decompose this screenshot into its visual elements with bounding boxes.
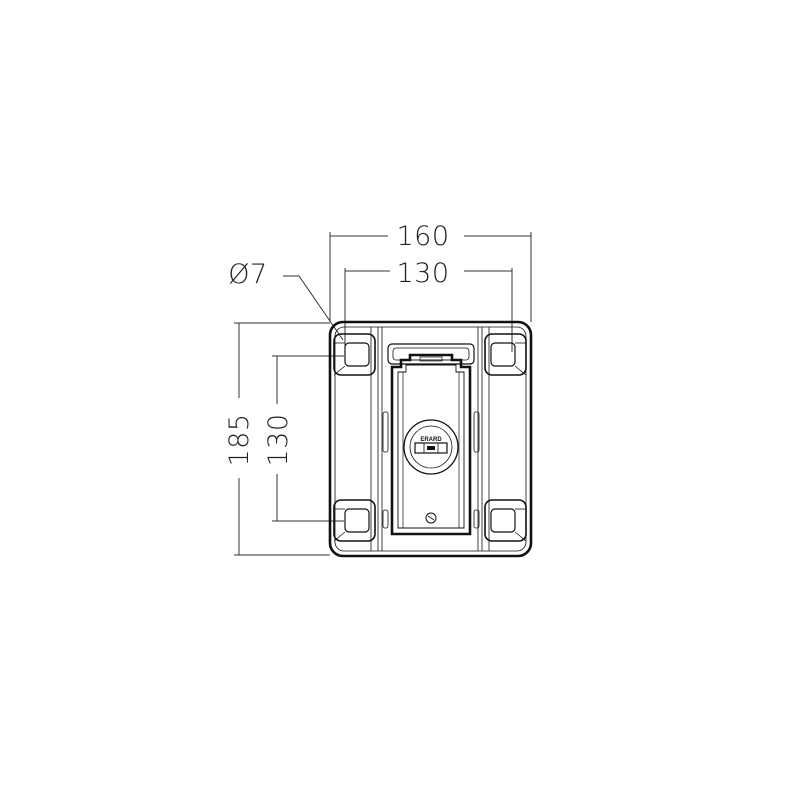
dimension-label-130-height: 130 xyxy=(263,413,294,466)
dimension-label-130-width: 130 xyxy=(396,258,449,289)
brand-logo-text: ERARD xyxy=(420,437,442,443)
dimension-width-160: 160 xyxy=(329,221,532,322)
dimension-hole-diameter: Ø7 xyxy=(228,259,344,341)
central-mount-device: ERARD xyxy=(382,343,480,536)
dimension-label-160: 160 xyxy=(396,221,449,252)
mounting-slot-bottom-right xyxy=(484,499,527,542)
dimension-height-130: 130 xyxy=(263,355,344,522)
dimension-label-185: 185 xyxy=(224,413,255,466)
level-gauge: ERARD xyxy=(403,419,459,475)
dimension-height-185: 185 xyxy=(224,322,330,556)
mounting-slot-bottom-left xyxy=(333,499,376,542)
base-plate xyxy=(328,320,533,558)
mounting-slot-top-left xyxy=(333,333,376,376)
screw-icon xyxy=(425,512,437,524)
dimension-label-diameter: Ø7 xyxy=(228,259,267,290)
dimension-width-130: 130 xyxy=(344,258,513,352)
mounting-slot-top-right xyxy=(484,333,527,376)
